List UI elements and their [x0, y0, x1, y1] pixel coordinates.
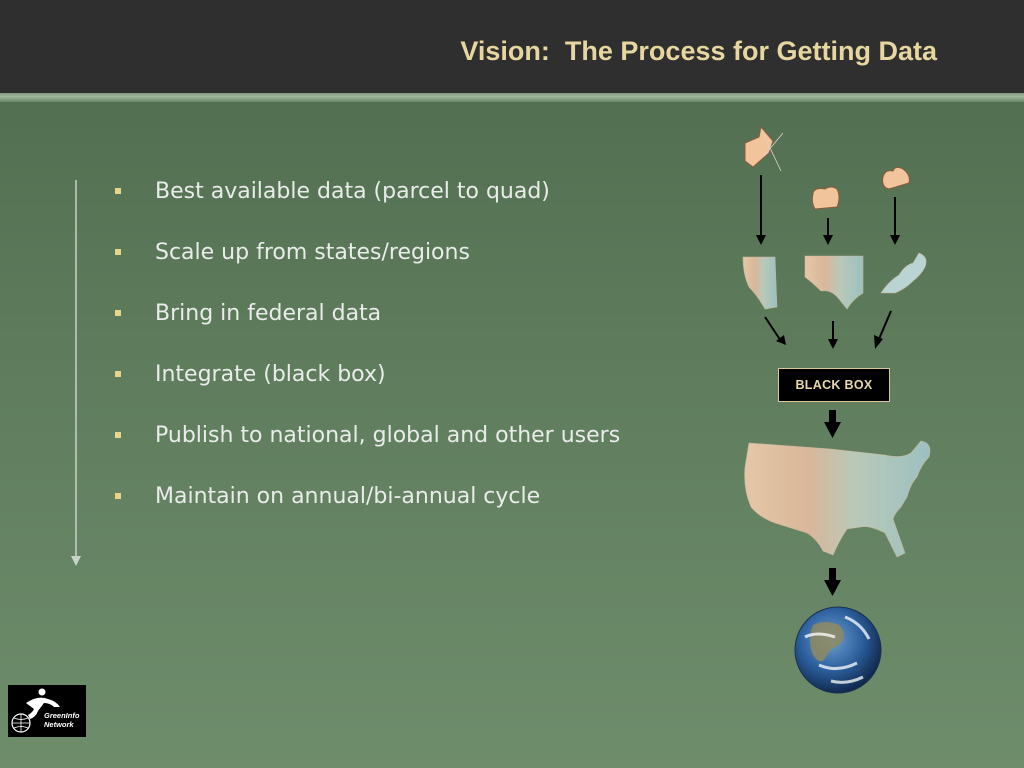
west-region-map-icon — [742, 256, 778, 310]
globe-icon — [794, 606, 882, 694]
bullet-text: Bring in federal data — [155, 301, 382, 326]
process-diagram — [742, 125, 931, 694]
bullet-text: Best available data (parcel to quad) — [155, 179, 550, 204]
arrow-diagonal-icon — [764, 316, 786, 345]
bullet-marker-icon — [115, 188, 121, 194]
black-box-label: BLACK BOX — [778, 368, 890, 402]
bullet-text: Scale up from states/regions — [155, 240, 470, 265]
bullet-marker-icon — [115, 493, 121, 499]
us-map-icon — [744, 440, 931, 558]
bullet-marker-icon — [115, 249, 121, 255]
arrow-down-icon — [823, 218, 833, 245]
bullet-item: Best available data (parcel to quad) — [113, 176, 633, 207]
arrow-diagonal-icon — [874, 310, 892, 349]
bullet-text: Integrate (black box) — [155, 362, 386, 387]
bullet-marker-icon — [115, 371, 121, 377]
parcel-shape-icon — [811, 186, 840, 210]
arrow-down-bold-icon — [824, 568, 841, 596]
bullet-marker-icon — [115, 432, 121, 438]
bullet-text: Maintain on annual/bi-annual cycle — [155, 484, 541, 509]
arrow-down-icon — [756, 175, 766, 245]
bullet-item: Publish to national, global and other us… — [113, 420, 633, 451]
bullet-item: Bring in federal data — [113, 298, 633, 329]
greeninfo-logo: GreenInfo Network — [8, 685, 86, 737]
east-region-map-icon — [880, 252, 927, 294]
bullet-item: Integrate (black box) — [113, 359, 633, 390]
arrow-down-bold-icon — [824, 410, 841, 438]
logo-text-line2: Network — [44, 720, 74, 729]
title-bar — [0, 0, 1024, 93]
bullet-marker-icon — [115, 310, 121, 316]
logo-text-line1: GreenInfo — [44, 711, 80, 720]
title-divider — [0, 93, 1024, 102]
slide-title: Vision: The Process for Getting Data — [460, 36, 937, 66]
bullet-text: Publish to national, global and other us… — [155, 423, 621, 448]
parcel-shape-icon — [882, 166, 910, 190]
bullet-item: Scale up from states/regions — [113, 237, 633, 268]
arrow-down-icon — [828, 321, 838, 349]
parcel-shape-icon — [744, 125, 784, 172]
south-region-map-icon — [804, 255, 864, 310]
timeline-arrow — [71, 180, 81, 566]
bullet-item: Maintain on annual/bi-annual cycle — [113, 481, 633, 512]
runner-globe-icon — [11, 688, 60, 733]
arrow-down-icon — [890, 197, 900, 245]
bullet-list: Best available data (parcel to quad) Sca… — [113, 176, 633, 512]
